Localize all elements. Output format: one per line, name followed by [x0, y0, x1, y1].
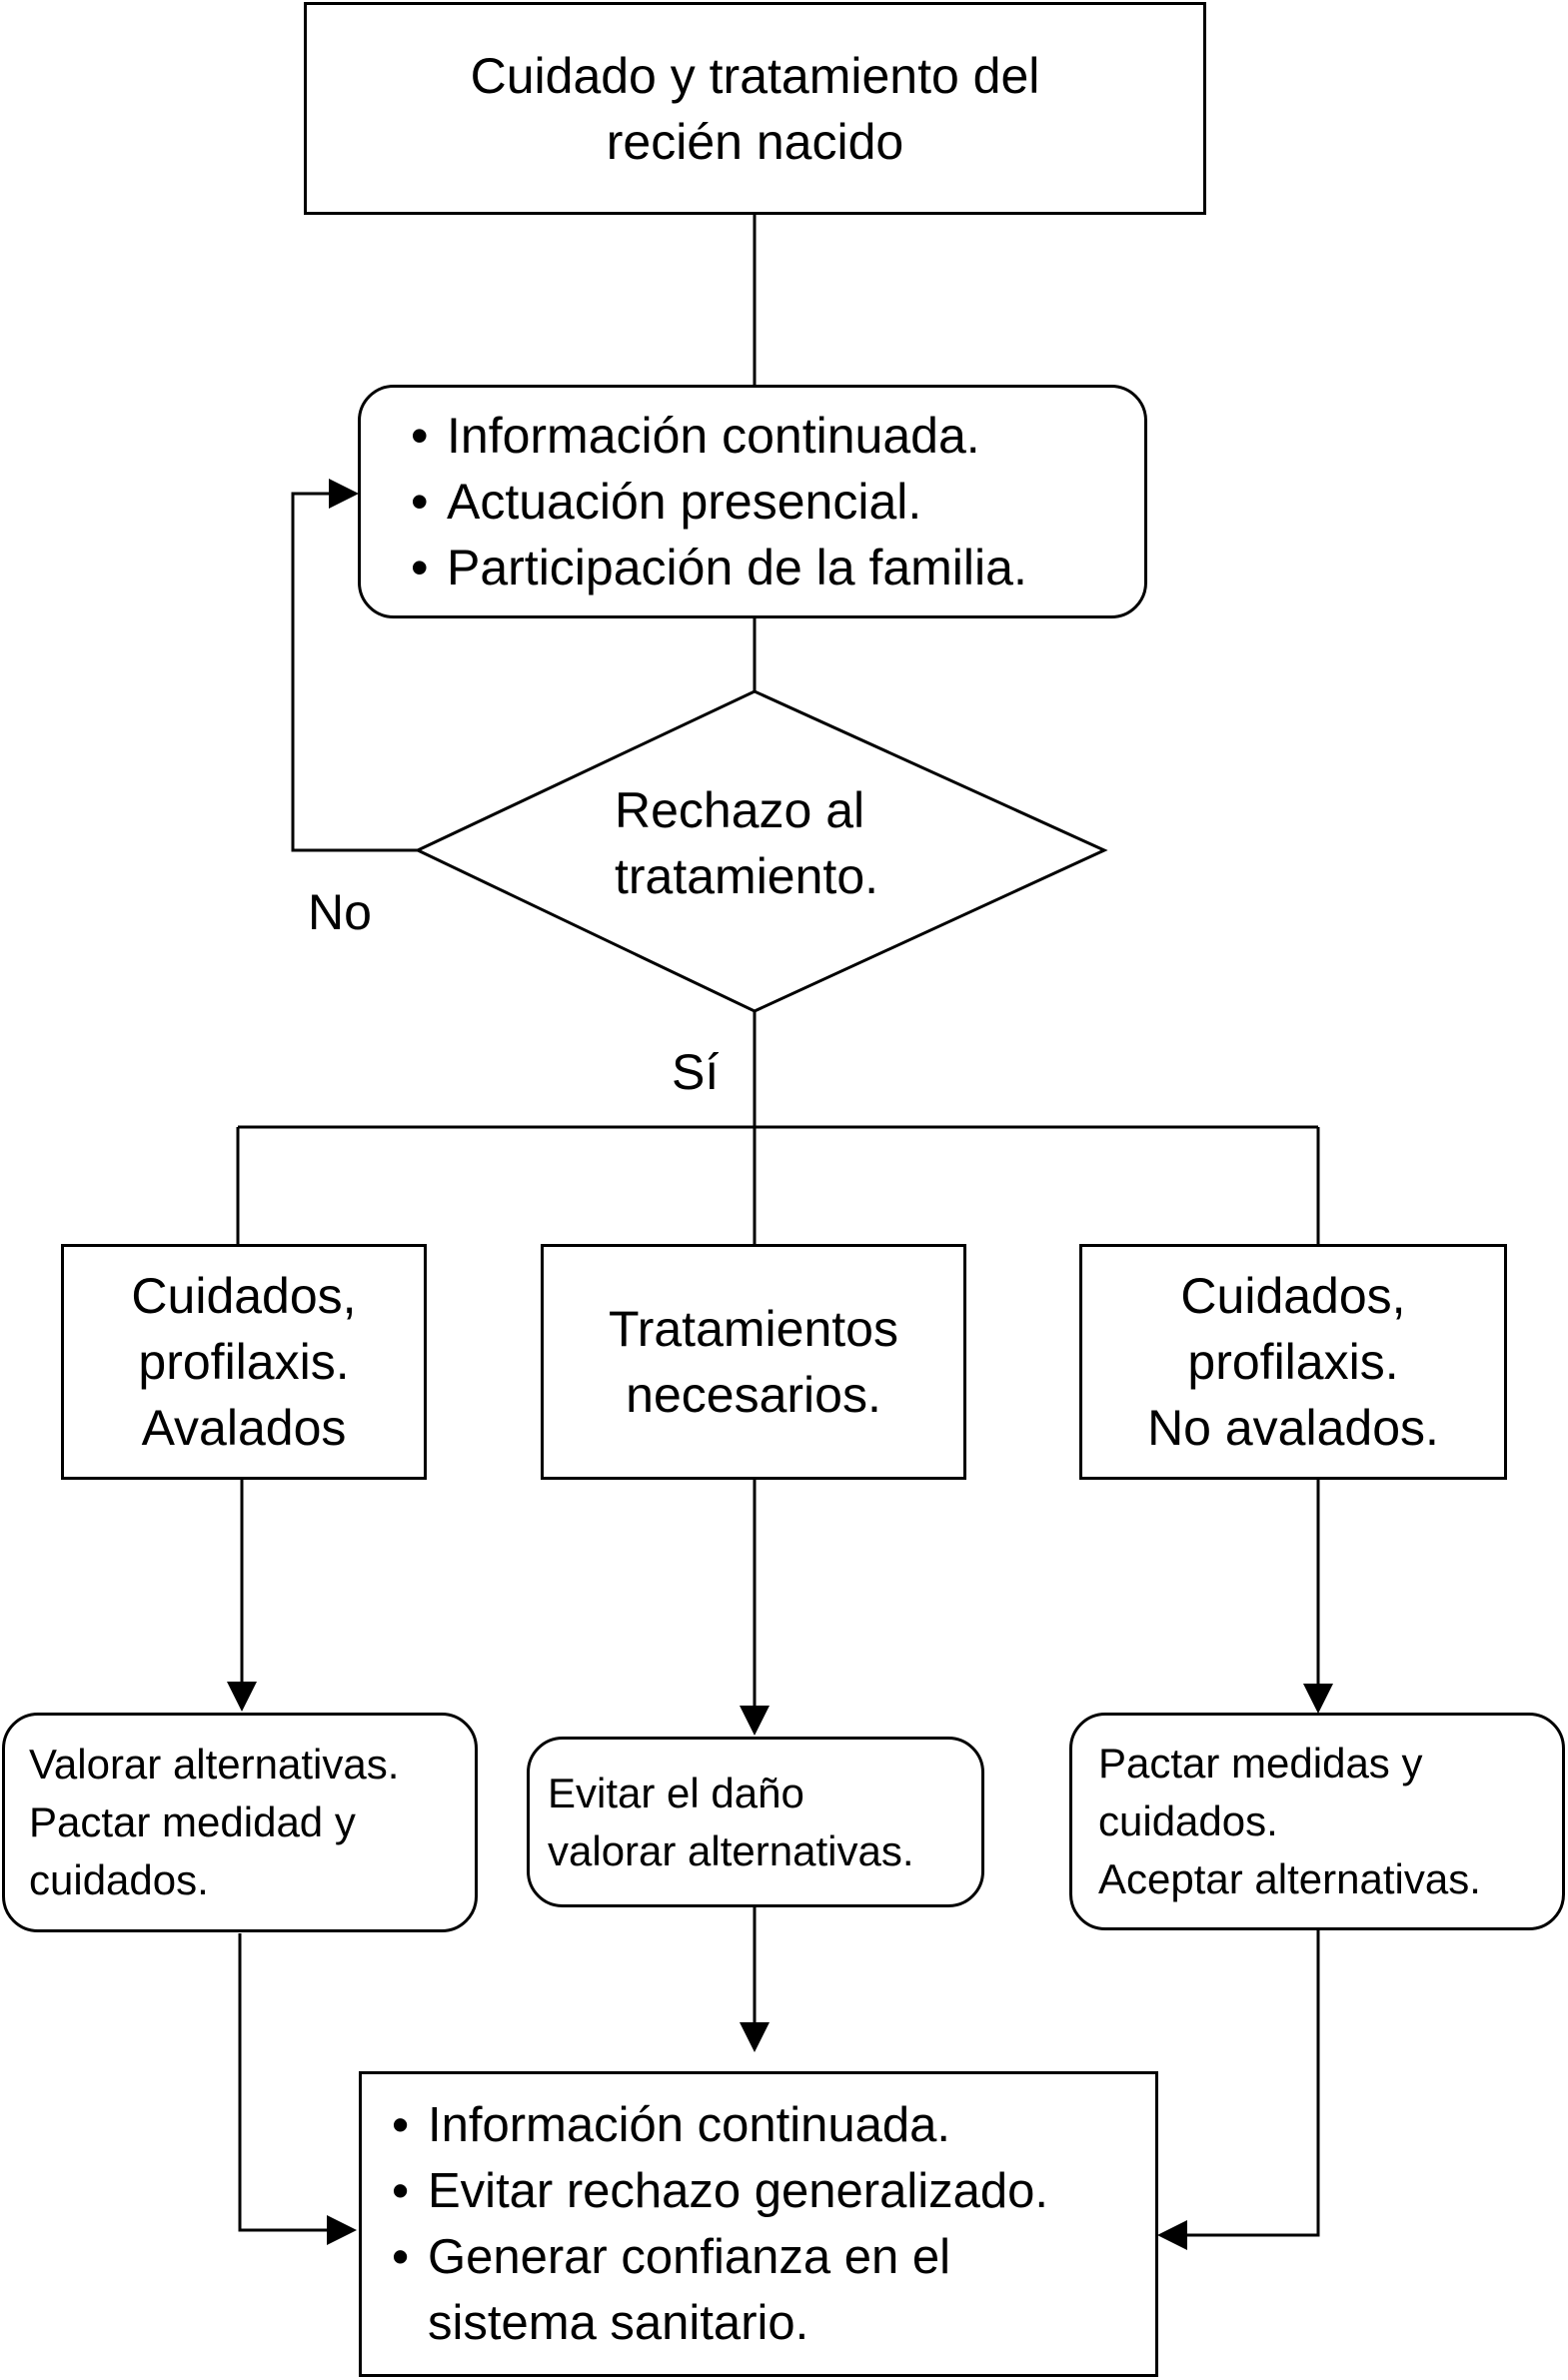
action-center-line: Evitar el daño [548, 1769, 804, 1816]
branch-left-box: Cuidados, profilaxis. Avalados [61, 1244, 427, 1480]
decision-line-1: Rechazo al [615, 782, 865, 838]
decision-line-2: tratamiento. [615, 848, 879, 904]
start-box: Cuidado y tratamiento del recién nacido [304, 2, 1206, 215]
action-left-line: Valorar alternativas. [29, 1741, 400, 1787]
action-center-line: valorar alternativas. [548, 1826, 914, 1874]
action-right-line: Pactar medidas y [1098, 1740, 1423, 1786]
branch-left-line: Avalados [141, 1400, 347, 1456]
branch-center-box: Tratamientos necesarios. [541, 1244, 966, 1480]
decision-text: Rechazo al tratamiento. [615, 777, 878, 909]
branch-left-line: Cuidados, [131, 1268, 357, 1324]
action-left-line: Pactar medidad y [29, 1798, 356, 1845]
branch-right-line: No avalados. [1147, 1400, 1439, 1456]
branch-right-line: profilaxis. [1187, 1334, 1399, 1390]
info-item: Actuación presencial. [411, 469, 1144, 535]
start-line-2: recién nacido [606, 113, 904, 170]
action-right-line: cuidados. [1098, 1797, 1278, 1844]
connector-right-action-to-final [1157, 1928, 1320, 2250]
branch-right-line: Cuidados, [1180, 1268, 1406, 1324]
start-line-1: Cuidado y tratamiento del [470, 47, 1040, 104]
branch-left-line: profilaxis. [138, 1334, 350, 1390]
action-right-box: Pactar medidas y cuidados. Aceptar alter… [1069, 1713, 1565, 1930]
final-item: Evitar rechazo generalizado. [392, 2158, 1155, 2224]
yes-label: Sí [672, 1044, 720, 1100]
connector-left-action-to-final [238, 1933, 357, 2245]
info-box: Información continuada. Actuación presen… [358, 385, 1147, 618]
info-item: Información continuada. [411, 403, 1144, 469]
action-center-box: Evitar el daño valorar alternativas. [527, 1737, 984, 1907]
connector-no-loop [291, 479, 418, 852]
final-item: Información continuada. [392, 2092, 1155, 2158]
action-right-line: Aceptar alternativas. [1098, 1855, 1481, 1902]
action-left-line: cuidados. [29, 1856, 209, 1903]
info-item: Participación de la familia. [411, 535, 1144, 600]
branch-center-line: Tratamientos [609, 1301, 898, 1357]
action-left-box: Valorar alternativas. Pactar medidad y c… [2, 1713, 478, 1932]
branch-right-box: Cuidados, profilaxis. No avalados. [1079, 1244, 1507, 1480]
final-item: Generar confianza en el [392, 2224, 1155, 2290]
final-box: Información continuada. Evitar rechazo g… [359, 2071, 1158, 2377]
no-label: No [308, 884, 372, 940]
branch-center-line: necesarios. [626, 1367, 881, 1423]
info-list: Información continuada. Actuación presen… [411, 403, 1144, 600]
decision-diamond [414, 689, 1108, 1013]
final-list: Información continuada. Evitar rechazo g… [392, 2092, 1155, 2356]
final-item-continued: sistema sanitario. [428, 2296, 809, 2350]
